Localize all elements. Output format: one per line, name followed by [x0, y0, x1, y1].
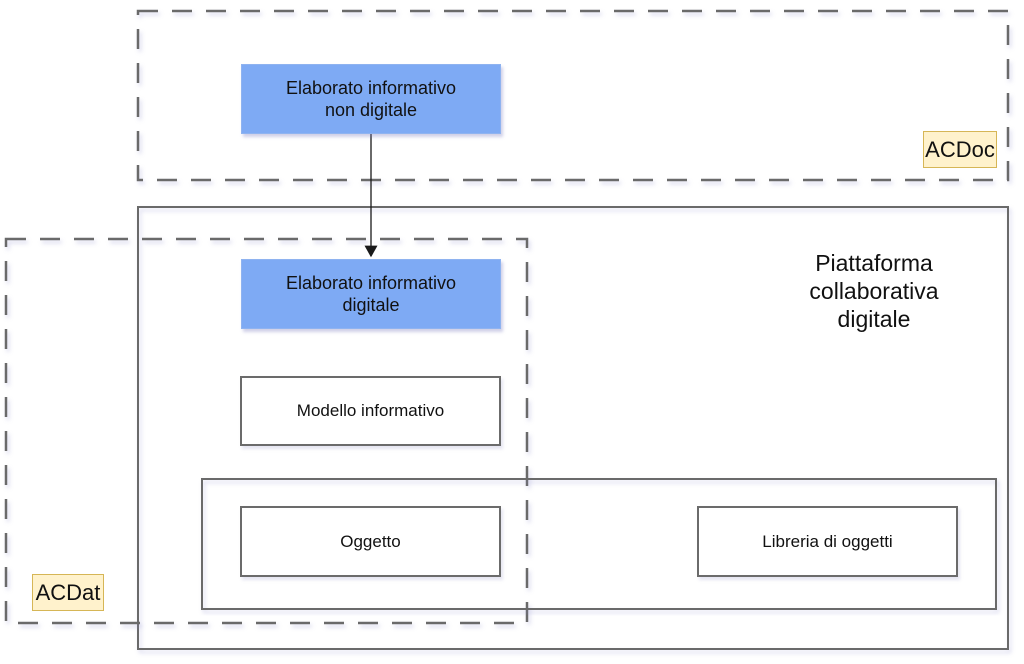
non-digital-document-line1: Elaborato informativo [285, 78, 457, 98]
acdoc-tag: ACDoc [923, 131, 997, 168]
acdoc-region [136, 9, 1010, 182]
object-library-label: Libreria di oggetti [762, 531, 893, 551]
platform-label-line2: collaborativa [809, 278, 939, 304]
object-node: Oggetto [240, 506, 501, 577]
object-library-node: Libreria di oggetti [697, 506, 958, 577]
object-label: Oggetto [340, 531, 401, 551]
digital-document-node: Elaborato informativo digitale [241, 259, 501, 329]
information-model-label: Modello informativo [296, 401, 445, 420]
non-digital-document-node: Elaborato informativo non digitale [241, 64, 501, 134]
acdat-tag-label: ACDat [35, 579, 101, 605]
non-digital-document-line2: non digitale [324, 100, 418, 120]
platform-label-line3: digitale [837, 306, 911, 332]
acdat-region [4, 237, 529, 625]
library-container [201, 478, 997, 610]
platform-label-line1: Piattaforma [815, 250, 933, 276]
acdoc-tag-label: ACDoc [925, 136, 995, 162]
platform-label: Piattaforma collaborativa digitale [774, 249, 974, 333]
information-model-node: Modello informativo [240, 376, 501, 446]
digital-document-line2: digitale [342, 295, 400, 315]
platform-frame [137, 206, 1009, 650]
acdat-tag: ACDat [32, 574, 104, 611]
digital-document-line1: Elaborato informativo [285, 273, 457, 293]
